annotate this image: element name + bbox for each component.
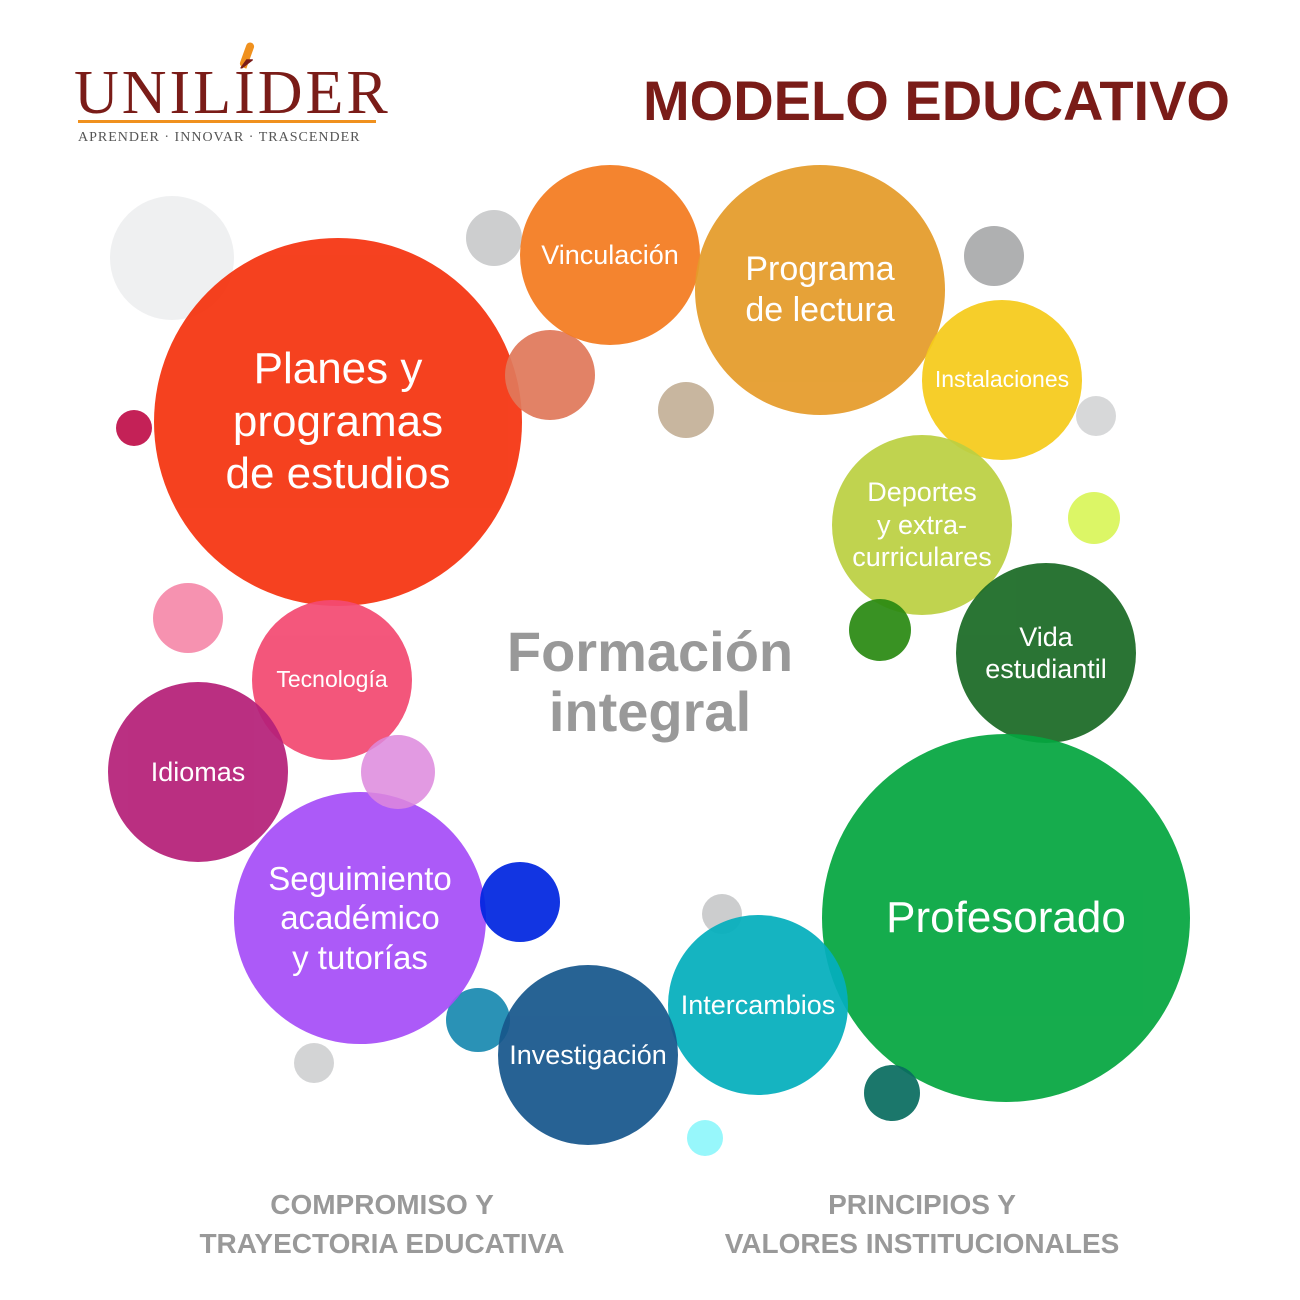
logo-tagline: APRENDER · INNOVAR · TRASCENDER — [78, 130, 361, 145]
decor-circle — [466, 210, 522, 266]
bubble-vinculacion: Vinculación — [520, 165, 700, 345]
decor-circle — [505, 330, 595, 420]
bubble-planes: Planes y programas de estudios — [154, 238, 522, 606]
decor-circle — [116, 410, 152, 446]
decor-circle — [849, 599, 911, 661]
bubble-seguimiento: Seguimiento académico y tutorías — [234, 792, 486, 1044]
decor-circle — [1076, 396, 1116, 436]
footer-left: COMPROMISO Y TRAYECTORIA EDUCATIVA — [199, 1189, 565, 1260]
footer-right: PRINCIPIOS Y VALORES INSTITUCIONALES — [724, 1189, 1120, 1260]
decor-circle — [687, 1120, 723, 1156]
bubble-profesorado: Profesorado — [822, 734, 1190, 1102]
bubble-idiomas: Idiomas — [108, 682, 288, 862]
decor-circle — [361, 735, 435, 809]
decor-circle — [294, 1043, 334, 1083]
bubble-investigacion: Investigación — [498, 965, 678, 1145]
bubble-intercambios: Intercambios — [668, 915, 848, 1095]
bubble-programa-lectura: Programa de lectura — [695, 165, 945, 415]
logo-wordmark: UNILÍDER — [74, 59, 391, 127]
bubble-deportes: Deportes y extra- curriculares — [832, 435, 1012, 615]
decor-circle — [1068, 492, 1120, 544]
logo-divider — [78, 120, 376, 123]
page-title: MODELO EDUCATIVO — [643, 69, 1230, 132]
decor-circle — [964, 226, 1024, 286]
bubble-instalaciones: Instalaciones — [922, 300, 1082, 460]
center-label: Formación integral — [506, 620, 794, 744]
bubble-vida-estudiantil: Vida estudiantil — [956, 563, 1136, 743]
decor-circle — [153, 583, 223, 653]
decor-circle — [864, 1065, 920, 1121]
decor-circle — [658, 382, 714, 438]
decor-circle — [480, 862, 560, 942]
